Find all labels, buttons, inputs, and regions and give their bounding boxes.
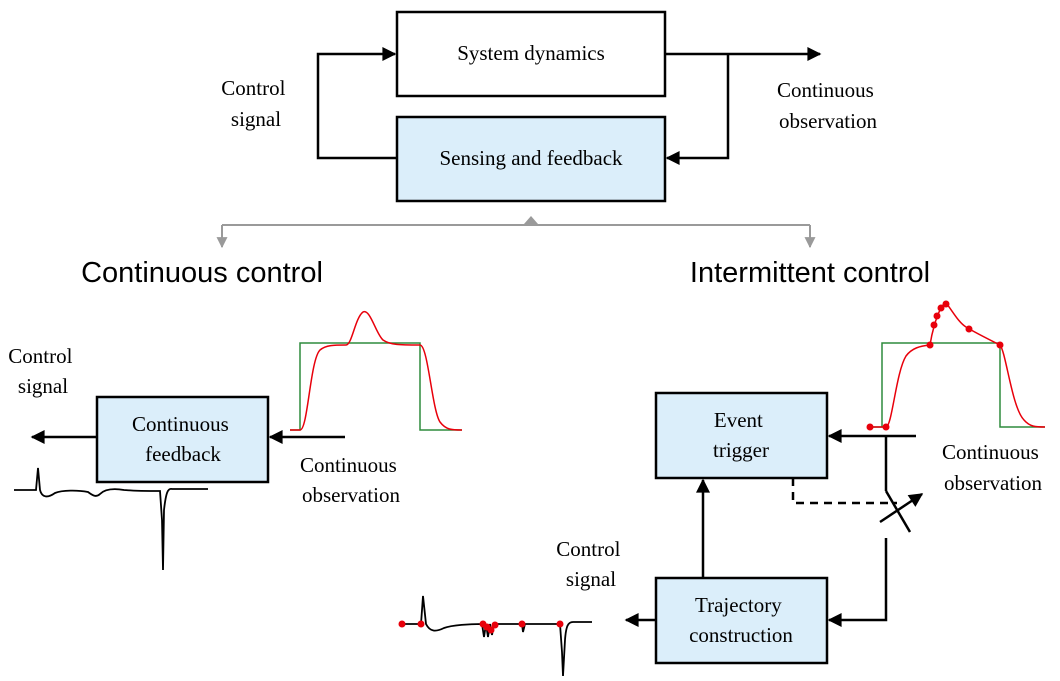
observation-feedback-path [665,54,730,165]
continuous-step-reference [290,342,462,431]
trajectory-construction-block [654,576,829,665]
continuous-feedback-block [95,395,270,484]
intermittent-output-trace [868,302,1046,428]
intermittent-event-markers [866,300,1004,431]
continuous-feedback-label: Continuous feedback [132,412,234,466]
event-trigger-block [654,391,829,480]
top-observation-label: Continuous observation [777,78,879,133]
intermittent-panel: Event trigger Trajectory construction Co… [398,300,1046,677]
intermittent-control-event-markers [398,620,564,634]
top-control-signal-label: Control signal [221,76,290,131]
sensing-feedback-block [395,115,667,203]
switch-actuator-arrow [879,492,924,524]
continuous-panel: Continuous feedback Control signal Conti… [8,311,463,571]
intermittent-step-reference [868,342,1045,428]
system-dynamics-label: System dynamics [457,41,605,65]
switch-output-wire [827,538,888,627]
continuous-observation-label: Continuous observation [300,453,402,507]
continuous-control-signal-label: Control signal [8,344,77,398]
intermittent-control-signal-label: Control signal [556,537,625,591]
trigger-to-switch-dashed [791,478,897,505]
top-loop: System dynamics Sensing and feedback Con… [221,10,879,203]
branch-apex-icon [524,216,538,224]
event-trigger-label: Event trigger [713,408,769,462]
intermittent-observation-label: Continuous observation [942,440,1044,495]
intermittent-control-trace [400,595,592,677]
control-signal-path [316,47,397,160]
trajectory-construction-label: Trajectory construction [689,593,793,647]
sensing-feedback-label: Sensing and feedback [439,146,623,170]
branch-connector [216,216,816,249]
system-dynamics-block [395,10,667,98]
continuous-control-trace [14,467,208,571]
continuous-output-trace [290,311,463,431]
intermittent-control-title: Intermittent control [690,257,930,289]
continuous-control-title: Continuous control [81,257,323,289]
